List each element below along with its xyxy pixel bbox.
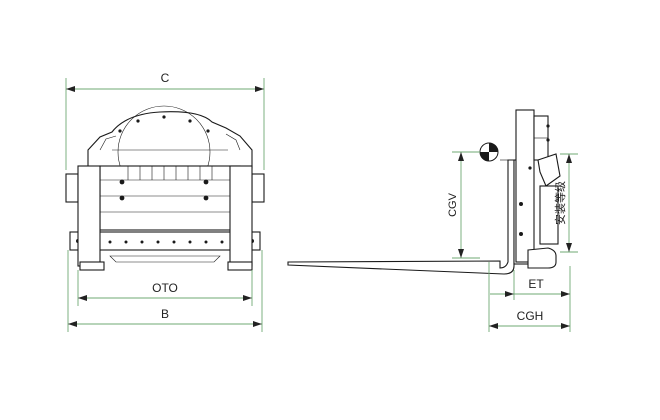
side-arm-left: [65, 165, 105, 271]
carriage-side: [513, 109, 561, 269]
side-arm-right: [227, 165, 265, 271]
dimension-label-et: ET: [528, 277, 544, 291]
dimension-oto: OTO: [77, 270, 253, 306]
side-view: CGV 安装等级 ET CGH: [287, 109, 578, 332]
dimension-label-mounting-class: 安装等级: [553, 181, 567, 225]
fork-tine: [287, 159, 515, 275]
dimension-mounting-class: 安装等级: [553, 153, 578, 253]
dimension-label-cgv: CGV: [447, 192, 459, 217]
rotator-housing: [87, 105, 253, 199]
dimension-cgv: CGV: [447, 151, 480, 259]
lower-fork-bar: [69, 231, 261, 263]
dimension-label-oto: OTO: [152, 281, 178, 295]
carriage-plate: [99, 165, 241, 231]
dimension-label-c: C: [161, 71, 170, 85]
dimension-label-b: B: [161, 307, 169, 321]
dimension-cgh: CGH: [488, 262, 571, 332]
center-of-gravity-icon: [479, 142, 499, 162]
dimension-b: B: [67, 250, 263, 332]
dimension-et: ET: [490, 266, 571, 300]
dimension-c: C: [65, 71, 265, 170]
front-view: C OTO B: [65, 71, 265, 332]
dimension-label-cgh: CGH: [517, 309, 544, 323]
